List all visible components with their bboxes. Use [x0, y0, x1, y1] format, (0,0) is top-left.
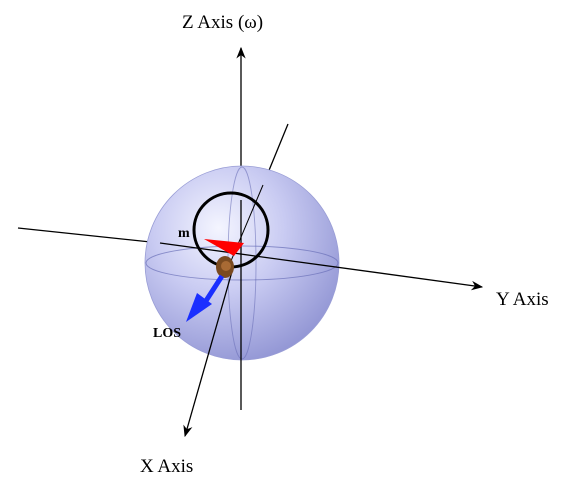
y-axis-line-right — [159, 242, 484, 291]
center-body-highlight — [221, 261, 231, 271]
m-label: m — [178, 226, 190, 241]
los-label: LOS — [153, 326, 181, 341]
sphere-equator — [145, 245, 339, 281]
x-axis-label: X Axis — [140, 456, 193, 477]
y-axis-label: Y Axis — [496, 289, 549, 310]
los-vector-head — [186, 293, 212, 322]
y-axis-line-left — [17, 227, 161, 244]
z-axis-label: Z Axis (ω) — [182, 12, 263, 33]
m-vector-arrow — [204, 239, 244, 256]
x-axis-line — [183, 267, 234, 438]
